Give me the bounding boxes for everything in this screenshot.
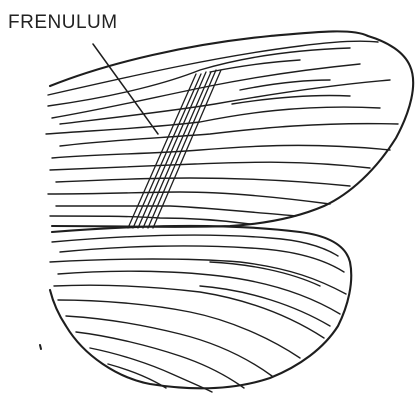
forewing-vein [48,192,330,204]
hindwing-vein [76,332,244,388]
forewing-vein [56,178,350,186]
hindwing-veins [50,235,346,392]
stray-mark [40,345,41,349]
forewing-vein [232,95,350,104]
forewing-vein [52,145,390,158]
forewing-vein [50,162,370,170]
frenulum-pointer-line [93,44,158,134]
frenulum-label: FRENULUM [8,12,118,33]
hindwing-vein [90,348,212,392]
forewing-vein [56,206,296,216]
forewing-vein [60,124,398,146]
forewing-vein [210,60,300,72]
hindwing-vein [66,316,272,376]
forewing-vein [46,107,380,134]
hindwing-vein [50,259,346,294]
